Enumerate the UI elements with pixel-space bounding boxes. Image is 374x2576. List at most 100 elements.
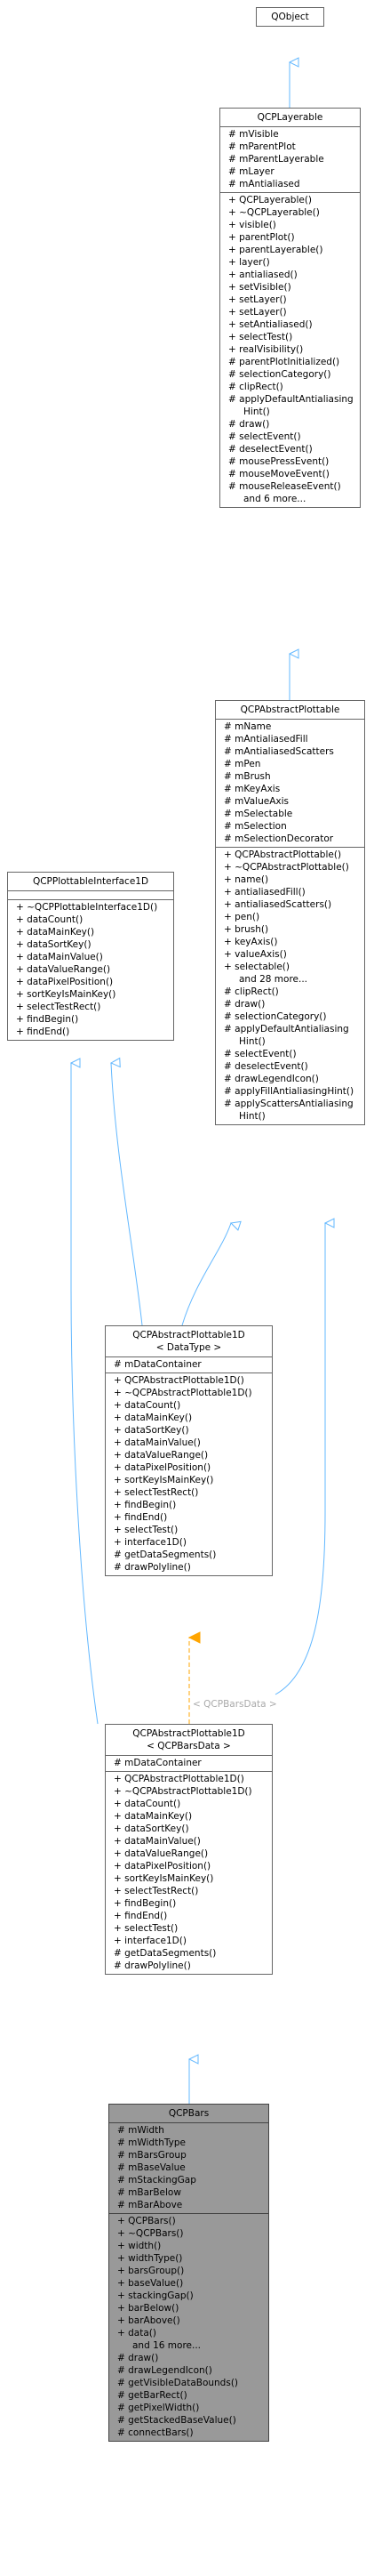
class-box-qcpabstractplottable1d-datatype[interactable]: QCPAbstractPlottable1D < DataType > # mDat…: [105, 1325, 273, 1576]
member-item: + selectTestRect(): [114, 1886, 199, 1896]
member-item: # drawLegendIcon(): [224, 1074, 319, 1084]
member-item: # mSelection: [224, 821, 287, 832]
member-item: Hint(): [239, 1036, 266, 1047]
member-item: + selectable(): [224, 962, 290, 972]
member-item: + QCPLayerable(): [228, 195, 313, 205]
member-item: # clipRect(): [228, 382, 283, 392]
attributes-section: # mWidth# mWidthType# mBarsGroup# mBaseV…: [109, 2122, 268, 2213]
member-item: + selectTest(): [114, 1525, 179, 1535]
member-item: + findEnd(): [16, 1026, 70, 1037]
member-item: # clipRect(): [224, 986, 279, 997]
member-item: + ~QCPAbstractPlottable(): [224, 862, 349, 873]
methods-section: + QCPLayerable()+ ~QCPLayerable()+ visib…: [220, 192, 360, 507]
member-item: # mPen: [224, 759, 261, 769]
attributes-section: [8, 890, 173, 899]
member-item: + dataMainValue(): [114, 1437, 201, 1448]
more-members-link[interactable]: and 16 more...: [132, 2340, 202, 2351]
member-item: # deselectEvent(): [224, 1061, 308, 1072]
more-members-link[interactable]: and 28 more...: [239, 974, 308, 985]
methods-section: + ~QCPPlottableInterface1D()+ dataCount(…: [8, 899, 173, 1040]
member-item: # mVisible: [228, 129, 279, 140]
member-item: + barsGroup(): [117, 2266, 185, 2276]
class-title: QCPPlottableInterface1D: [8, 873, 173, 890]
edge-plottable1dbars-abstractplottable: [275, 1223, 325, 1695]
methods-section: + QCPAbstractPlottable1D()+ ~QCPAbstract…: [106, 1373, 272, 1575]
member-item: + dataMainValue(): [16, 952, 103, 962]
class-box-qcplayerable[interactable]: QCPLayerable # mVisible# mParentPlot # mPa…: [219, 108, 361, 508]
member-item: + visible(): [228, 220, 276, 230]
member-item: # mWidth: [117, 2125, 164, 2136]
member-item: # drawPolyline(): [114, 1562, 191, 1573]
member-item: + dataMainValue(): [114, 1836, 201, 1847]
edge-plottable1dt-interface1d: [111, 1063, 143, 1326]
member-item: + valueAxis(): [224, 949, 287, 960]
member-item: # mName: [224, 721, 272, 732]
member-item: + selectTest(): [114, 1923, 179, 1934]
class-title: QCPAbstractPlottable1D< QCPBarsData >: [106, 1725, 272, 1755]
member-item: + selectTest(): [228, 332, 293, 342]
member-item: + dataSortKey(): [16, 939, 92, 950]
member-item: + setAntialiased(): [228, 319, 313, 330]
class-box-qobject[interactable]: QObject: [256, 7, 324, 27]
member-item: # getBarRect(): [117, 2390, 187, 2401]
methods-section: + QCPAbstractPlottable1D()+ ~QCPAbstract…: [106, 1771, 272, 1974]
class-title-line: QCPAbstractPlottable1D: [132, 1330, 245, 1340]
more-members-link[interactable]: and 6 more...: [243, 494, 306, 504]
member-item: # mParentLayerable: [228, 154, 324, 165]
class-title-line: QCPAbstractPlottable1D: [132, 1728, 245, 1739]
member-item: + antialiasedFill(): [224, 887, 306, 898]
member-item: # mouseReleaseEvent(): [228, 481, 341, 492]
member-item: # mParentPlot: [228, 141, 296, 152]
class-title-line: < DataType >: [155, 1342, 222, 1353]
member-item: # selectEvent(): [224, 1049, 297, 1059]
template-binding-label: < QCPBarsData >: [193, 1699, 277, 1710]
member-item: + dataValueRange(): [114, 1450, 209, 1461]
member-item: + dataMainKey(): [114, 1811, 193, 1822]
class-box-qcpbars[interactable]: QCPBars# mWidth# mWidthType# mBarsGroup#…: [108, 2104, 269, 2442]
member-item: + dataCount(): [114, 1799, 181, 1809]
class-title: QCPBars: [109, 2105, 268, 2122]
member-item: # connectBars(): [117, 2427, 194, 2438]
class-box-qcpplottableinterface1d[interactable]: QCPPlottableInterface1D + ~QCPPlottableIn…: [7, 872, 174, 1041]
member-item: # mAntialiased: [228, 179, 300, 189]
member-item: # applyDefaultAntialiasing: [224, 1024, 349, 1034]
member-item: + findBegin(): [16, 1014, 79, 1025]
member-item: + dataValueRange(): [16, 964, 111, 975]
member-item: + ~QCPAbstractPlottable1D(): [114, 1786, 252, 1797]
member-item: + interface1D(): [114, 1537, 187, 1548]
member-item: # mWidthType: [117, 2137, 186, 2148]
member-item: + dataCount(): [114, 1400, 181, 1411]
member-item: + baseValue(): [117, 2278, 184, 2289]
member-item: + ~QCPPlottableInterface1D(): [16, 902, 158, 913]
class-title: QCPLayerable: [220, 109, 360, 126]
member-item: + layer(): [228, 257, 270, 268]
member-item: + dataPixelPosition(): [114, 1462, 211, 1473]
member-item: # mBarAbove: [117, 2200, 183, 2210]
member-item: # draw(): [224, 999, 266, 1010]
class-box-qcpabstractplottable[interactable]: QCPAbstractPlottable# mName# mAntialiase…: [215, 700, 365, 1125]
member-item: + QCPAbstractPlottable(): [224, 849, 342, 860]
attributes-section: # mDataContainer: [106, 1356, 272, 1373]
member-item: # getDataSegments(): [114, 1948, 217, 1959]
member-item: + setLayer(): [228, 294, 287, 305]
member-item: + dataMainKey(): [114, 1413, 193, 1423]
edge-plottable1dt-abstractplottable: [181, 1223, 231, 1326]
member-item: + dataPixelPosition(): [16, 977, 114, 987]
member-item: # mSelectionDecorator: [224, 833, 334, 844]
member-item: + ~QCPBars(): [117, 2228, 184, 2239]
member-item: # mBarBelow: [117, 2187, 181, 2198]
class-title-line: QObject: [271, 12, 309, 22]
class-box-qcpabstractplottable1d-qcpbarsdata[interactable]: QCPAbstractPlottable1D< QCPBarsData ># m…: [105, 1724, 273, 1975]
member-item: + ~QCPAbstractPlottable1D(): [114, 1388, 252, 1398]
member-item: # applyScattersAntialiasing: [224, 1099, 354, 1109]
member-item: + sortKeyIsMainKey(): [114, 1873, 214, 1884]
member-item: + findBegin(): [114, 1500, 177, 1510]
member-item: + findEnd(): [114, 1512, 168, 1523]
class-title-line: QCPAbstractPlottable: [240, 704, 340, 715]
member-item: # applyFillAntialiasingHint(): [224, 1086, 354, 1097]
member-item: + stackingGap(): [117, 2290, 194, 2301]
member-item: + selectTestRect(): [114, 1487, 199, 1498]
member-item: # mKeyAxis: [224, 784, 281, 794]
member-item: + QCPBars(): [117, 2216, 176, 2226]
member-item: # drawLegendIcon(): [117, 2365, 212, 2376]
